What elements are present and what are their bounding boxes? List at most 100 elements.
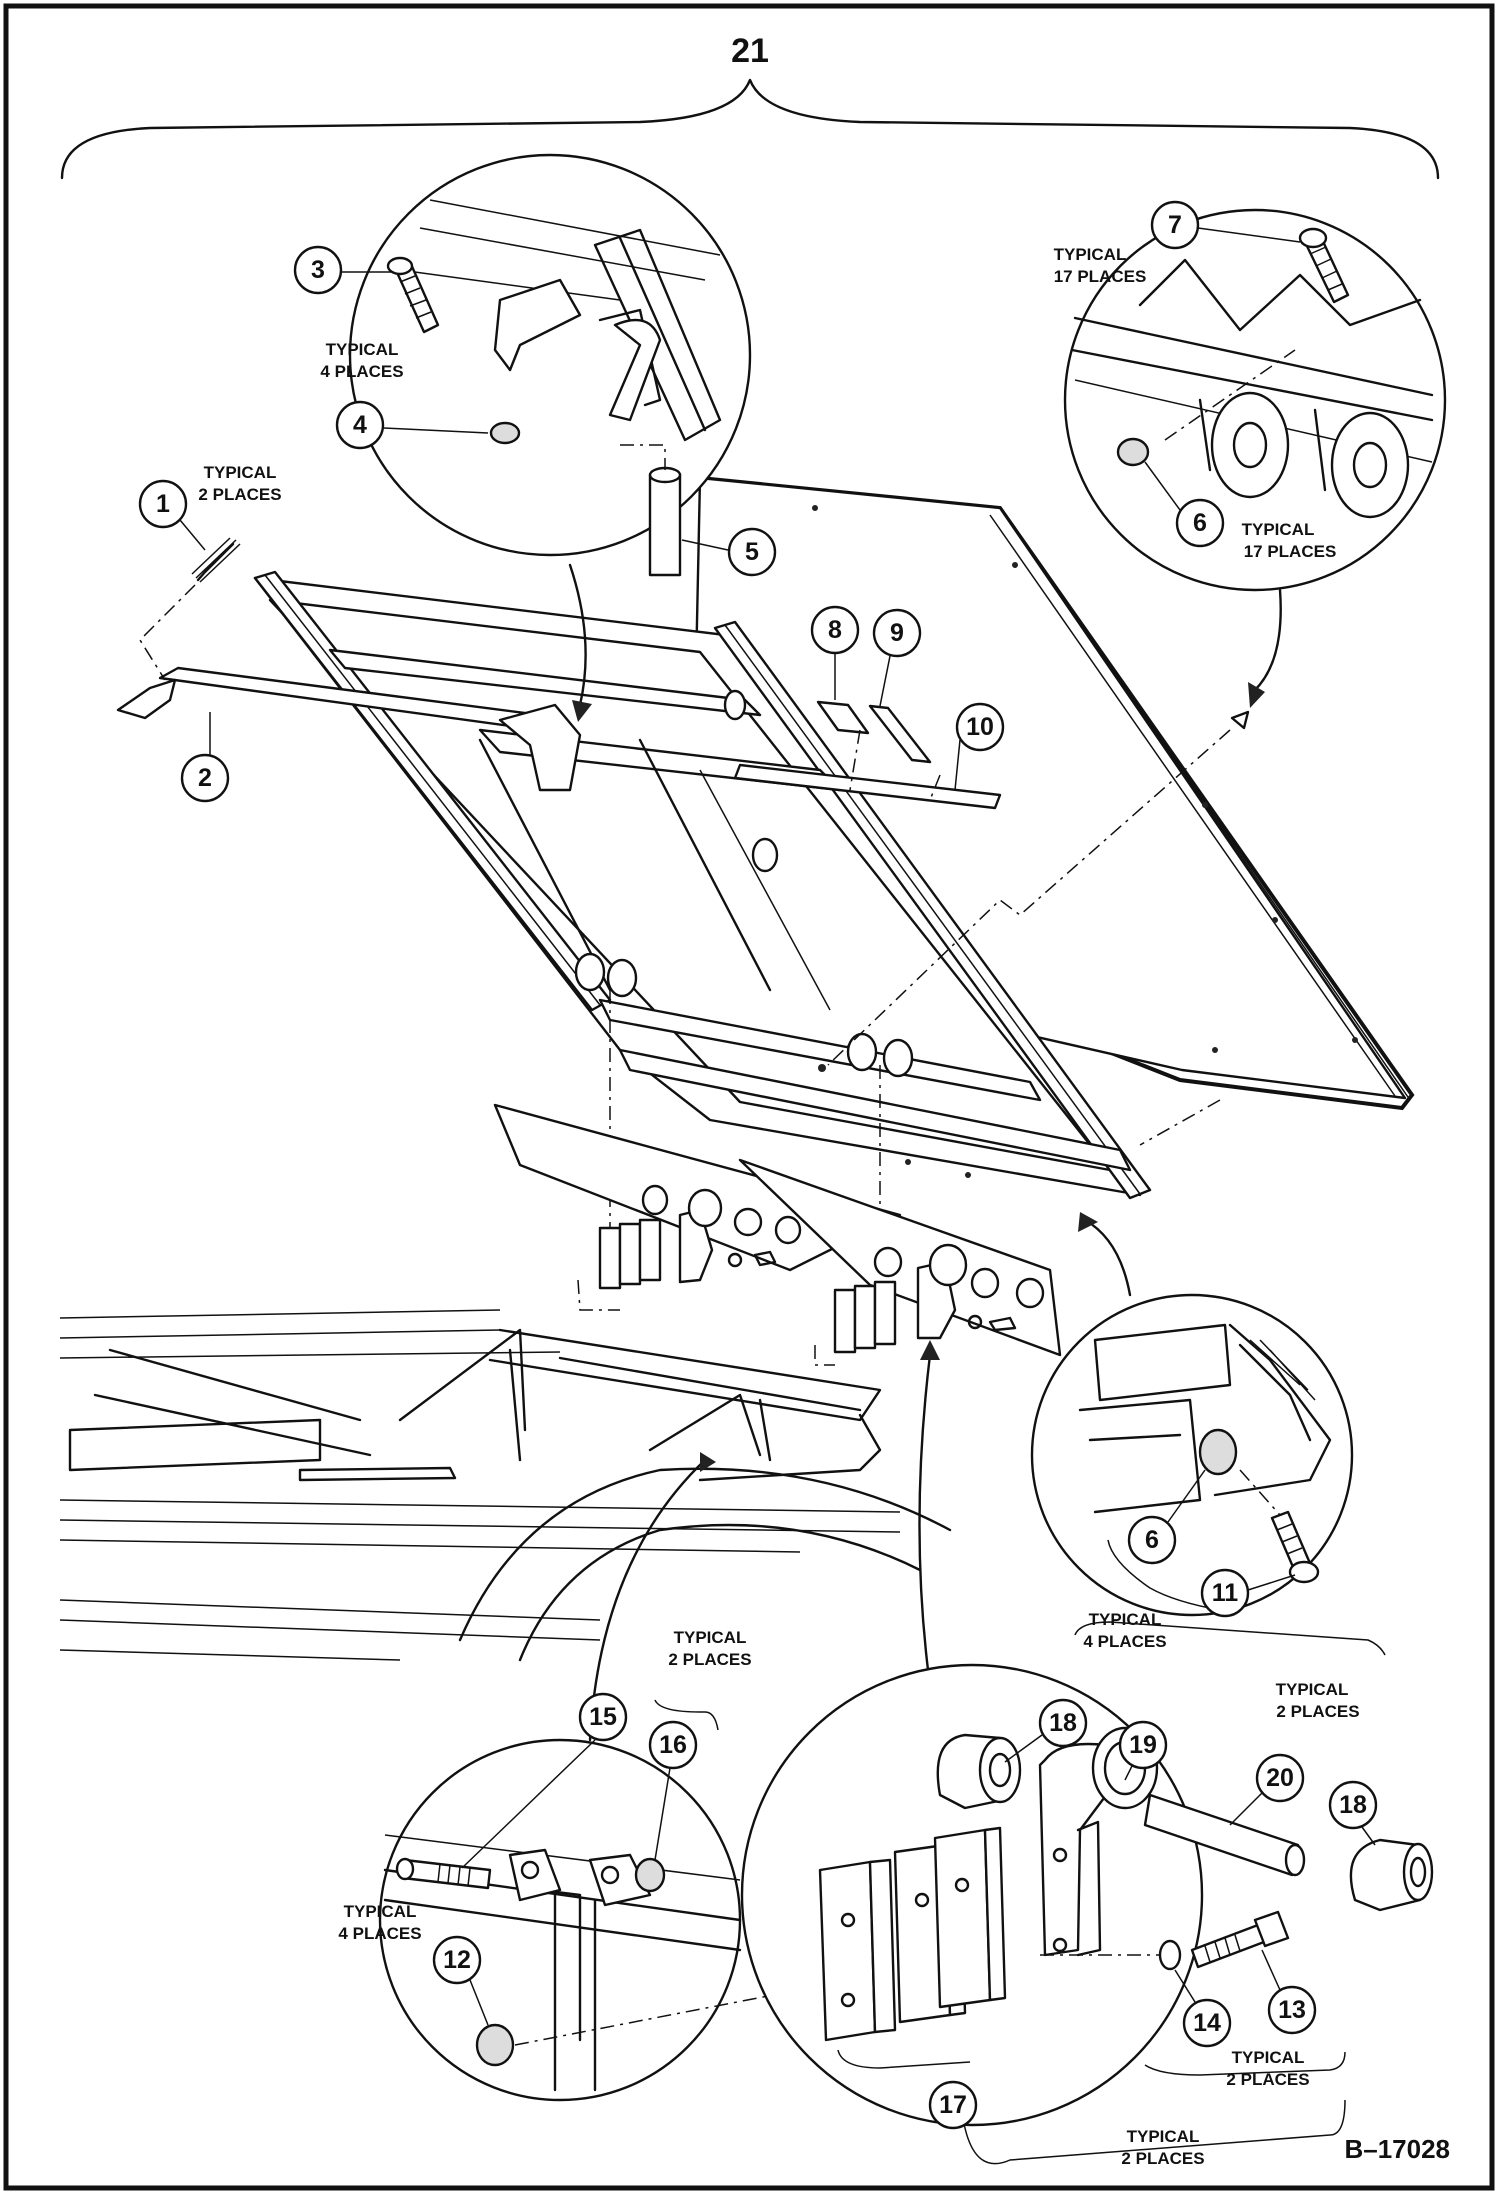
note-typical-4-places-a: TYPICAL 4 PLACES (320, 340, 403, 381)
callout-15: 15 (461, 1692, 628, 1869)
shim-9 (868, 704, 932, 764)
detail-circle-right (1030, 1293, 1354, 1617)
svg-text:7: 7 (1168, 211, 1182, 239)
note-typical-2-places-e: TYPICAL 2 PLACES (1121, 2127, 1204, 2168)
arrow-to-hinge-right (918, 1353, 932, 1672)
note-typical-17-places-a: TYPICAL 17 PLACES (1054, 245, 1147, 286)
shim-8 (816, 700, 870, 735)
rod-2 (116, 666, 582, 792)
note-typical-2-places-b: TYPICAL 2 PLACES (668, 1628, 751, 1669)
svg-text:TYPICAL: TYPICAL (1127, 2127, 1200, 2146)
hinge-assembly-right (738, 1158, 1062, 1366)
nut-12 (475, 2023, 515, 2067)
svg-text:2 PLACES: 2 PLACES (1276, 1702, 1359, 1721)
svg-text:TYPICAL: TYPICAL (1242, 520, 1315, 539)
svg-text:TYPICAL: TYPICAL (326, 340, 399, 359)
page-border (3, 3, 1495, 2191)
callout-13: 13 (1261, 1949, 1317, 2035)
svg-text:2 PLACES: 2 PLACES (668, 1650, 751, 1669)
callout-16: 16 (648, 1720, 698, 1861)
bushing-18-left (936, 1733, 1022, 1810)
callout-4: 4 (335, 400, 489, 450)
nut-6-detail (1198, 1428, 1238, 1476)
nut-16 (634, 1857, 666, 1893)
svg-text:11: 11 (1212, 1579, 1239, 1607)
svg-text:20: 20 (1266, 1764, 1294, 1792)
svg-text:13: 13 (1278, 1996, 1306, 2024)
spring-1 (191, 537, 241, 583)
assembly-brace (60, 78, 1440, 180)
svg-text:14: 14 (1193, 2009, 1221, 2037)
svg-text:TYPICAL: TYPICAL (1089, 1610, 1162, 1629)
svg-text:19: 19 (1129, 1731, 1157, 1759)
svg-text:6: 6 (1193, 509, 1207, 537)
callout-17: 17 (928, 2080, 978, 2130)
svg-text:8: 8 (828, 616, 842, 644)
svg-text:4 PLACES: 4 PLACES (338, 1924, 421, 1943)
svg-text:1: 1 (156, 490, 170, 518)
svg-text:17 PLACES: 17 PLACES (1244, 542, 1337, 561)
shim-plates-17 (818, 1826, 1007, 2042)
svg-text:2 PLACES: 2 PLACES (198, 485, 281, 504)
pin-5 (648, 473, 682, 577)
callout-20: 20 (1229, 1753, 1305, 1826)
svg-text:17: 17 (939, 2091, 967, 2119)
strip-10 (733, 763, 1002, 810)
callout-2: 2 (180, 712, 230, 803)
svg-text:2 PLACES: 2 PLACES (1226, 2070, 1309, 2089)
note-typical-2-places-d: TYPICAL 2 PLACES (1226, 2048, 1309, 2089)
svg-text:4: 4 (353, 411, 367, 439)
note-typical-4-places-b: TYPICAL 4 PLACES (1083, 1610, 1166, 1651)
svg-text:4 PLACES: 4 PLACES (1083, 1632, 1166, 1651)
callout-11: 11 (1200, 1568, 1296, 1618)
callout-7: 7 (1150, 200, 1301, 250)
note-typical-2-places-c: TYPICAL 2 PLACES (1276, 1680, 1360, 1721)
callout-5: 5 (681, 527, 777, 577)
svg-text:18: 18 (1049, 1709, 1077, 1737)
svg-text:15: 15 (589, 1703, 617, 1731)
arrow-to-deck-right (1253, 588, 1282, 692)
arrow-to-rod (568, 563, 587, 707)
drawing-number: B–17028 (1344, 2134, 1450, 2164)
detail-circle-bottom-right (740, 1663, 1306, 2127)
svg-text:4 PLACES: 4 PLACES (320, 362, 403, 381)
detail-circle-top-right (1063, 208, 1447, 592)
arrow-to-frame (1083, 1218, 1132, 1297)
callout-18-right: 18 (1328, 1780, 1378, 1846)
detail-circle-top-left (348, 153, 752, 577)
vehicle-body (59, 1309, 952, 1662)
callout-18-left: 18 (1004, 1698, 1088, 1763)
callout-9: 9 (872, 608, 922, 707)
washer-14 (1158, 1939, 1182, 1971)
callout-1: 1 (138, 479, 206, 551)
svg-text:17 PLACES: 17 PLACES (1054, 267, 1147, 286)
svg-text:2: 2 (198, 764, 212, 792)
svg-text:5: 5 (745, 538, 759, 566)
deck-frame (253, 570, 1152, 1200)
svg-text:18: 18 (1339, 1791, 1367, 1819)
callout-19: 19 (1118, 1720, 1168, 1781)
svg-text:2 PLACES: 2 PLACES (1121, 2149, 1204, 2168)
note-typical-2-places-a: TYPICAL 2 PLACES (198, 463, 281, 504)
callout-12: 12 (432, 1935, 489, 2026)
svg-text:TYPICAL: TYPICAL (1232, 2048, 1305, 2067)
assembly-callout-21: 21 (731, 32, 769, 70)
hinge-assembly-left (493, 1103, 902, 1311)
note-typical-17-places-b: TYPICAL 17 PLACES (1242, 520, 1337, 561)
svg-text:TYPICAL: TYPICAL (204, 463, 277, 482)
svg-text:10: 10 (966, 713, 994, 741)
svg-text:9: 9 (890, 619, 904, 647)
callout-10: 10 (954, 702, 1005, 791)
callout-14: 14 (1174, 1969, 1232, 2048)
svg-text:12: 12 (443, 1946, 471, 1974)
callout-8: 8 (810, 605, 860, 700)
svg-text:TYPICAL: TYPICAL (344, 1902, 417, 1921)
svg-text:3: 3 (311, 256, 325, 284)
callout-3: 3 (293, 245, 392, 295)
svg-text:TYPICAL: TYPICAL (1276, 1680, 1349, 1699)
svg-text:TYPICAL: TYPICAL (674, 1628, 747, 1647)
callout-6-top: 6 (1144, 461, 1225, 548)
bushing-18-right (1349, 1838, 1434, 1912)
detail-circle-bottom-left (378, 1738, 826, 2102)
